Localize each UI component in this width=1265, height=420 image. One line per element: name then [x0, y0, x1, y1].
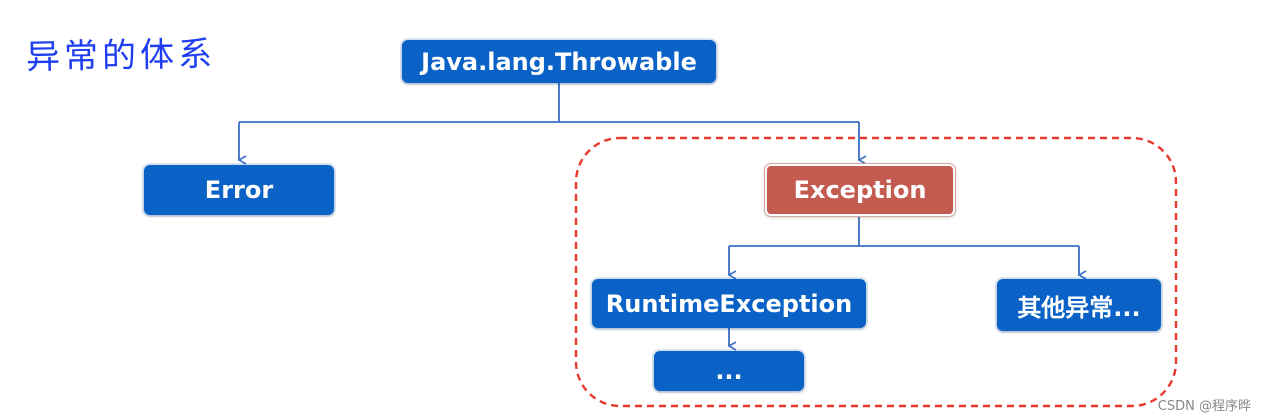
- throwable-connector: [237, 83, 867, 165]
- runtime-exception-node: RuntimeException: [592, 279, 866, 328]
- other-exceptions-node: 其他异常...: [997, 279, 1161, 331]
- ellipsis-node: ...: [654, 351, 804, 391]
- throwable-node: Java.lang.Throwable: [402, 40, 716, 83]
- exception-node: Exception: [765, 164, 955, 216]
- watermark: CSDN @程序晔: [1157, 399, 1251, 414]
- exception-connector: [727, 216, 1087, 280]
- exception-highlight-region: [574, 136, 1178, 408]
- error-node: Error: [144, 165, 334, 215]
